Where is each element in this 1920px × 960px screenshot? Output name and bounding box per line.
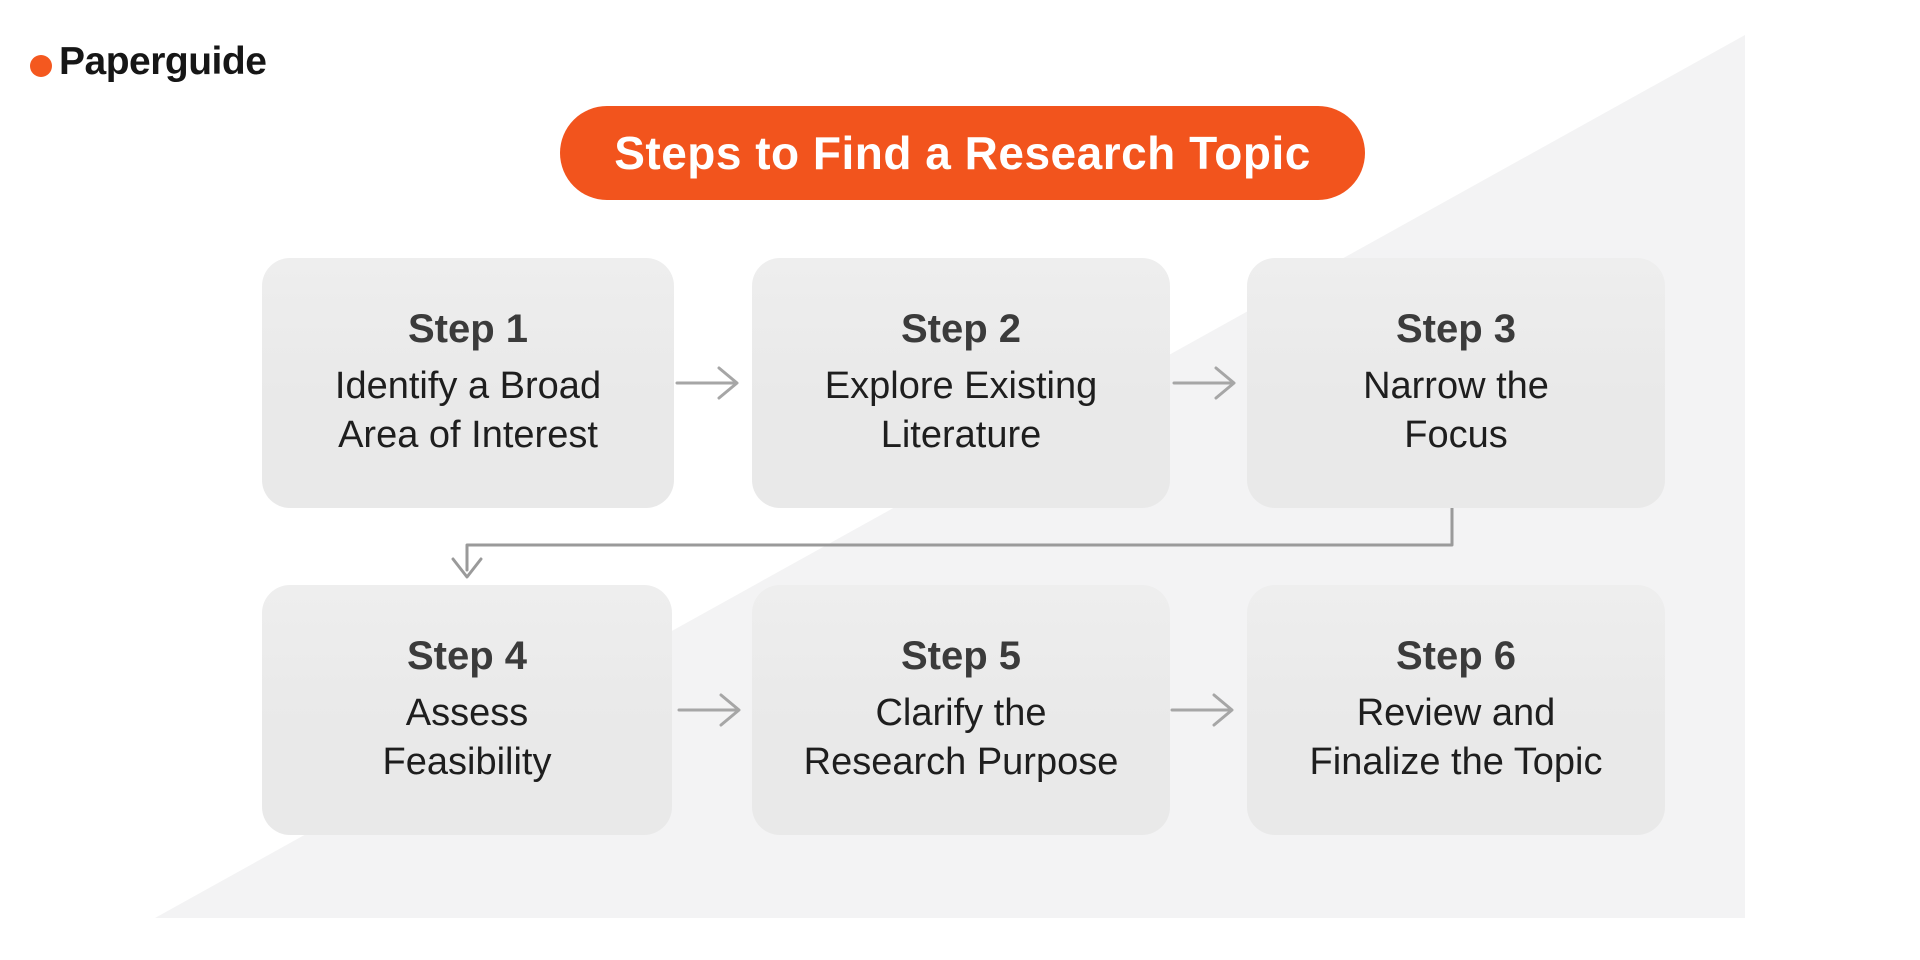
logo-text: Paperguide: [59, 40, 267, 83]
step-5-title-line2: Research Purpose: [803, 740, 1119, 783]
step-box-6: Step 6 Review and Finalize the Topic: [1247, 585, 1665, 835]
step-6-label: Step 6: [1395, 633, 1517, 678]
step-2-title: Explore Existing Literature: [825, 362, 1097, 460]
step-3-label: Step 3: [1395, 306, 1517, 351]
step-1-label: Step 1: [407, 306, 529, 351]
step-box-1: Step 1 Identify a Broad Area of Interest: [262, 258, 674, 508]
arrow-right-icon: [677, 693, 741, 727]
arrow-right-icon: [1170, 693, 1234, 727]
step-3-title-line2: Focus: [1404, 413, 1508, 456]
step-6-title-line1: Review and: [1356, 691, 1556, 734]
step-2-title-line1: Explore Existing: [824, 364, 1098, 407]
step-5-label: Step 5: [900, 633, 1022, 678]
step-box-3: Step 3 Narrow the Focus: [1247, 258, 1665, 508]
step-4-title: Assess Feasibility: [383, 689, 552, 787]
step-3-title-line1: Narrow the: [1363, 364, 1549, 407]
logo-dot-icon: [30, 55, 52, 77]
step-1-title: Identify a Broad Area of Interest: [335, 362, 601, 460]
arrow-right-icon: [1172, 366, 1236, 400]
step-4-title-line2: Feasibility: [382, 740, 552, 783]
title-banner: Steps to Find a Research Topic: [560, 106, 1365, 200]
step-box-5: Step 5 Clarify the Research Purpose: [752, 585, 1170, 835]
step-box-4: Step 4 Assess Feasibility: [262, 585, 672, 835]
step-5-title-line1: Clarify the: [875, 691, 1047, 734]
step-2-label: Step 2: [900, 306, 1022, 351]
arrow-right-icon: [675, 366, 739, 400]
step-1-title-line2: Area of Interest: [338, 413, 598, 456]
step-6-title-line2: Finalize the Topic: [1309, 740, 1603, 783]
step-4-label: Step 4: [406, 633, 528, 678]
paperguide-logo: Paperguide: [30, 40, 267, 84]
step-1-title-line1: Identify a Broad: [334, 364, 602, 407]
step-box-2: Step 2 Explore Existing Literature: [752, 258, 1170, 508]
step-4-title-line1: Assess: [405, 691, 529, 734]
step-5-title: Clarify the Research Purpose: [804, 689, 1119, 787]
page-title: Steps to Find a Research Topic: [614, 127, 1311, 179]
step-2-title-line2: Literature: [880, 413, 1042, 456]
step-3-title: Narrow the Focus: [1363, 362, 1549, 460]
step-6-title: Review and Finalize the Topic: [1310, 689, 1603, 787]
